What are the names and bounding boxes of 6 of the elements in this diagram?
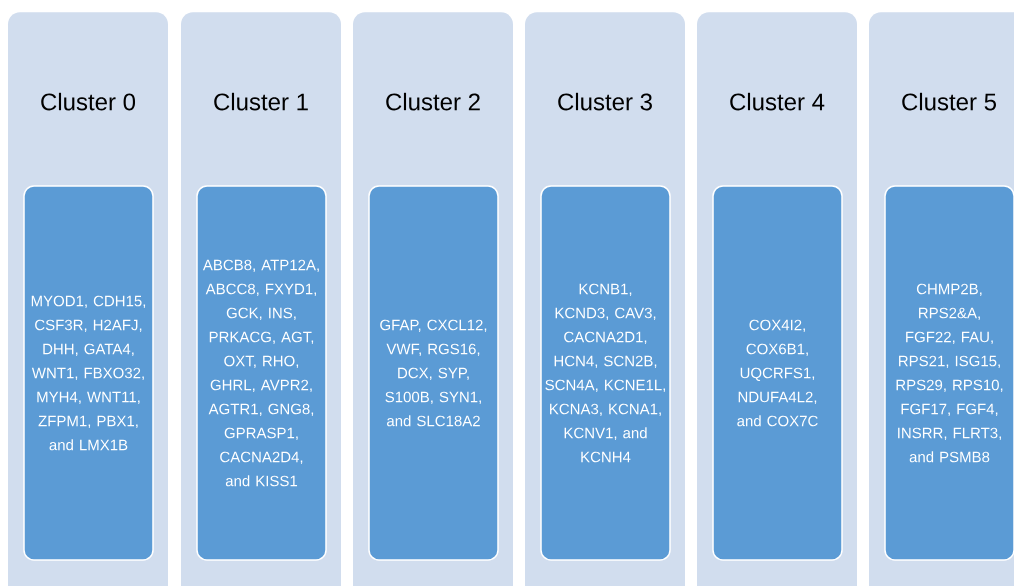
gene-list-box: CHMP2B, RPS2&A, FGF22, FAU, RPS21, ISG15, RPS29, RPS10, FGF17, FGF4, INSRR, FLRT3, and PSMB8: [884, 185, 1014, 561]
gene-list-box: GFAP, CXCL12, VWF, RGS16, DCX, SYP, S100B, SYN1, and SLC18A2: [368, 185, 499, 561]
gene-list-box: MYOD1, CDH15, CSF3R, H2AFJ, DHH, GATA4, WNT1, FBXO32, MYH4, WNT11, ZFPM1, PBX1, and LMX1B: [23, 185, 154, 561]
gene-list-box: COX4I2, COX6B1, UQCRFS1, NDUFA4L2, and COX7C: [712, 185, 843, 561]
gene-list-box: ABCB8, ATP12A, ABCC8, FXYD1, GCK, INS, PRKACG, AGT, OXT, RHO, GHRL, AVPR2, AGTR1, GNG8, GPRASP1, CACNA2D4, and KISS1: [196, 185, 327, 561]
gene-list-box: KCNB1, KCND3, CAV3, CACNA2D1, HCN4, SCN2B, SCN4A, KCNE1L, KCNA3, KCNA1, KCNV1, and KCNH4: [540, 185, 671, 561]
